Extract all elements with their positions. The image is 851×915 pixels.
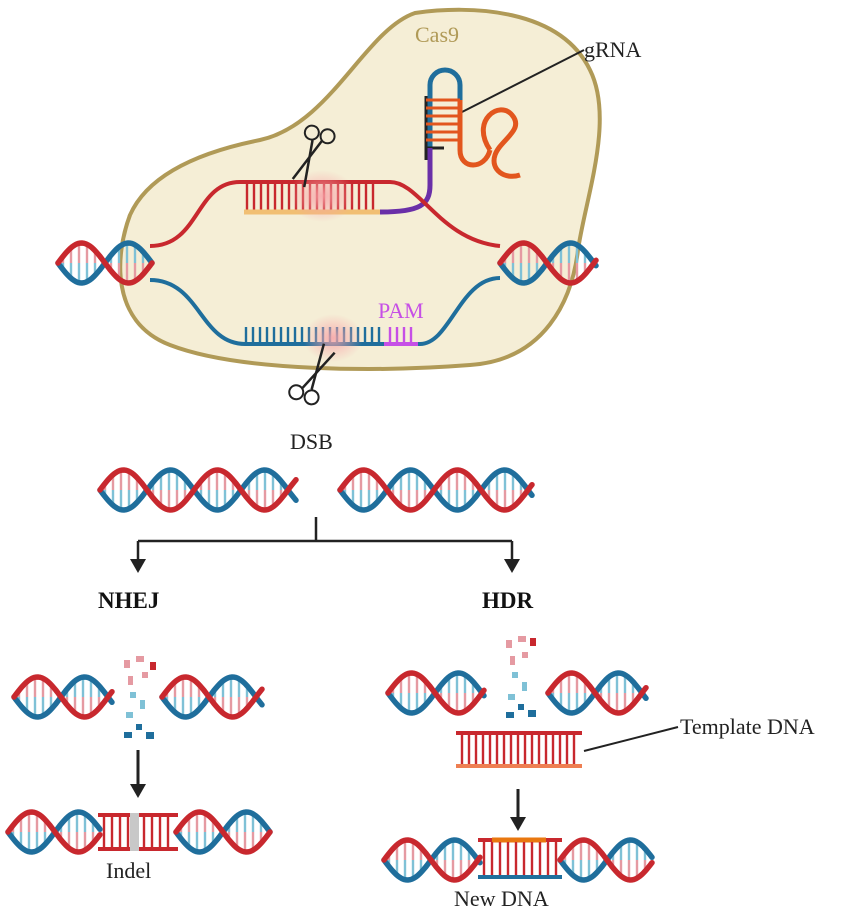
broken-fragments-hdr <box>506 636 536 718</box>
indel-mark <box>130 813 139 851</box>
template-pointer <box>583 726 679 752</box>
scissors-icon <box>291 124 336 188</box>
nhej-branch: Indel <box>5 656 273 883</box>
dna-helix-hdr-result-right <box>557 837 655 883</box>
dna-strand-red <box>385 670 487 716</box>
template-dna <box>456 731 582 768</box>
dna-strand-red <box>545 670 649 716</box>
dna-strand-red <box>381 837 483 883</box>
dna-strand-red <box>11 674 115 720</box>
new-dna-label: New DNA <box>454 886 549 911</box>
branch-arrows <box>130 517 520 573</box>
dna-helix-nhej-left <box>11 674 115 720</box>
dna-helix-right <box>497 240 599 286</box>
dna-strand-red <box>55 240 155 286</box>
new-dna-ladder <box>478 837 562 879</box>
dna-strand-red <box>337 467 535 513</box>
dna-helix-hdr-result-left <box>381 837 483 883</box>
dna-strand-red <box>159 674 265 720</box>
nhej-label: NHEJ <box>98 588 159 613</box>
dna-helix-hdr-right <box>545 670 649 716</box>
indel-label: Indel <box>106 858 151 883</box>
dsb-section: DSB <box>97 429 535 513</box>
dna-strand-red <box>97 467 299 513</box>
hdr-branch: Template DNA New DNA <box>381 636 815 911</box>
broken-fragments-nhej <box>124 656 156 739</box>
dna-strand-blue <box>97 467 299 513</box>
dna-helix-dsb-right <box>337 467 535 513</box>
dna-strand-blue <box>159 674 265 720</box>
hdr-label: HDR <box>482 588 534 613</box>
pam-label: PAM <box>378 298 424 323</box>
dna-helix-nhej-result-left <box>5 809 103 855</box>
dsb-label: DSB <box>290 429 333 454</box>
template-label: Template DNA <box>680 714 815 739</box>
dna-strand-red <box>557 837 655 883</box>
indel-ladder <box>98 813 178 851</box>
dna-helix-hdr-left <box>385 670 487 716</box>
cas9-label: Cas9 <box>415 22 459 47</box>
dna-helix-nhej-right <box>159 674 265 720</box>
dna-helix-left <box>55 240 155 286</box>
cut-glow-top <box>288 170 356 222</box>
dna-strand-blue <box>337 467 535 513</box>
grna-pointer <box>461 49 585 113</box>
grna-hairpin <box>379 67 521 215</box>
grna-label: gRNA <box>584 37 642 62</box>
dna-strand-red <box>173 809 273 855</box>
cut-glow-bottom <box>303 314 363 362</box>
scissors-icon <box>288 343 336 406</box>
dna-strand-blue <box>545 670 649 716</box>
dna-helix-dsb-left <box>97 467 299 513</box>
dna-helix-nhej-result-right <box>173 809 273 855</box>
dna-strand-blue <box>11 674 115 720</box>
cas9-complex: Cas9 gRNA PAM <box>55 7 642 406</box>
dna-strand-red <box>497 240 599 286</box>
dna-strand-red <box>5 809 103 855</box>
